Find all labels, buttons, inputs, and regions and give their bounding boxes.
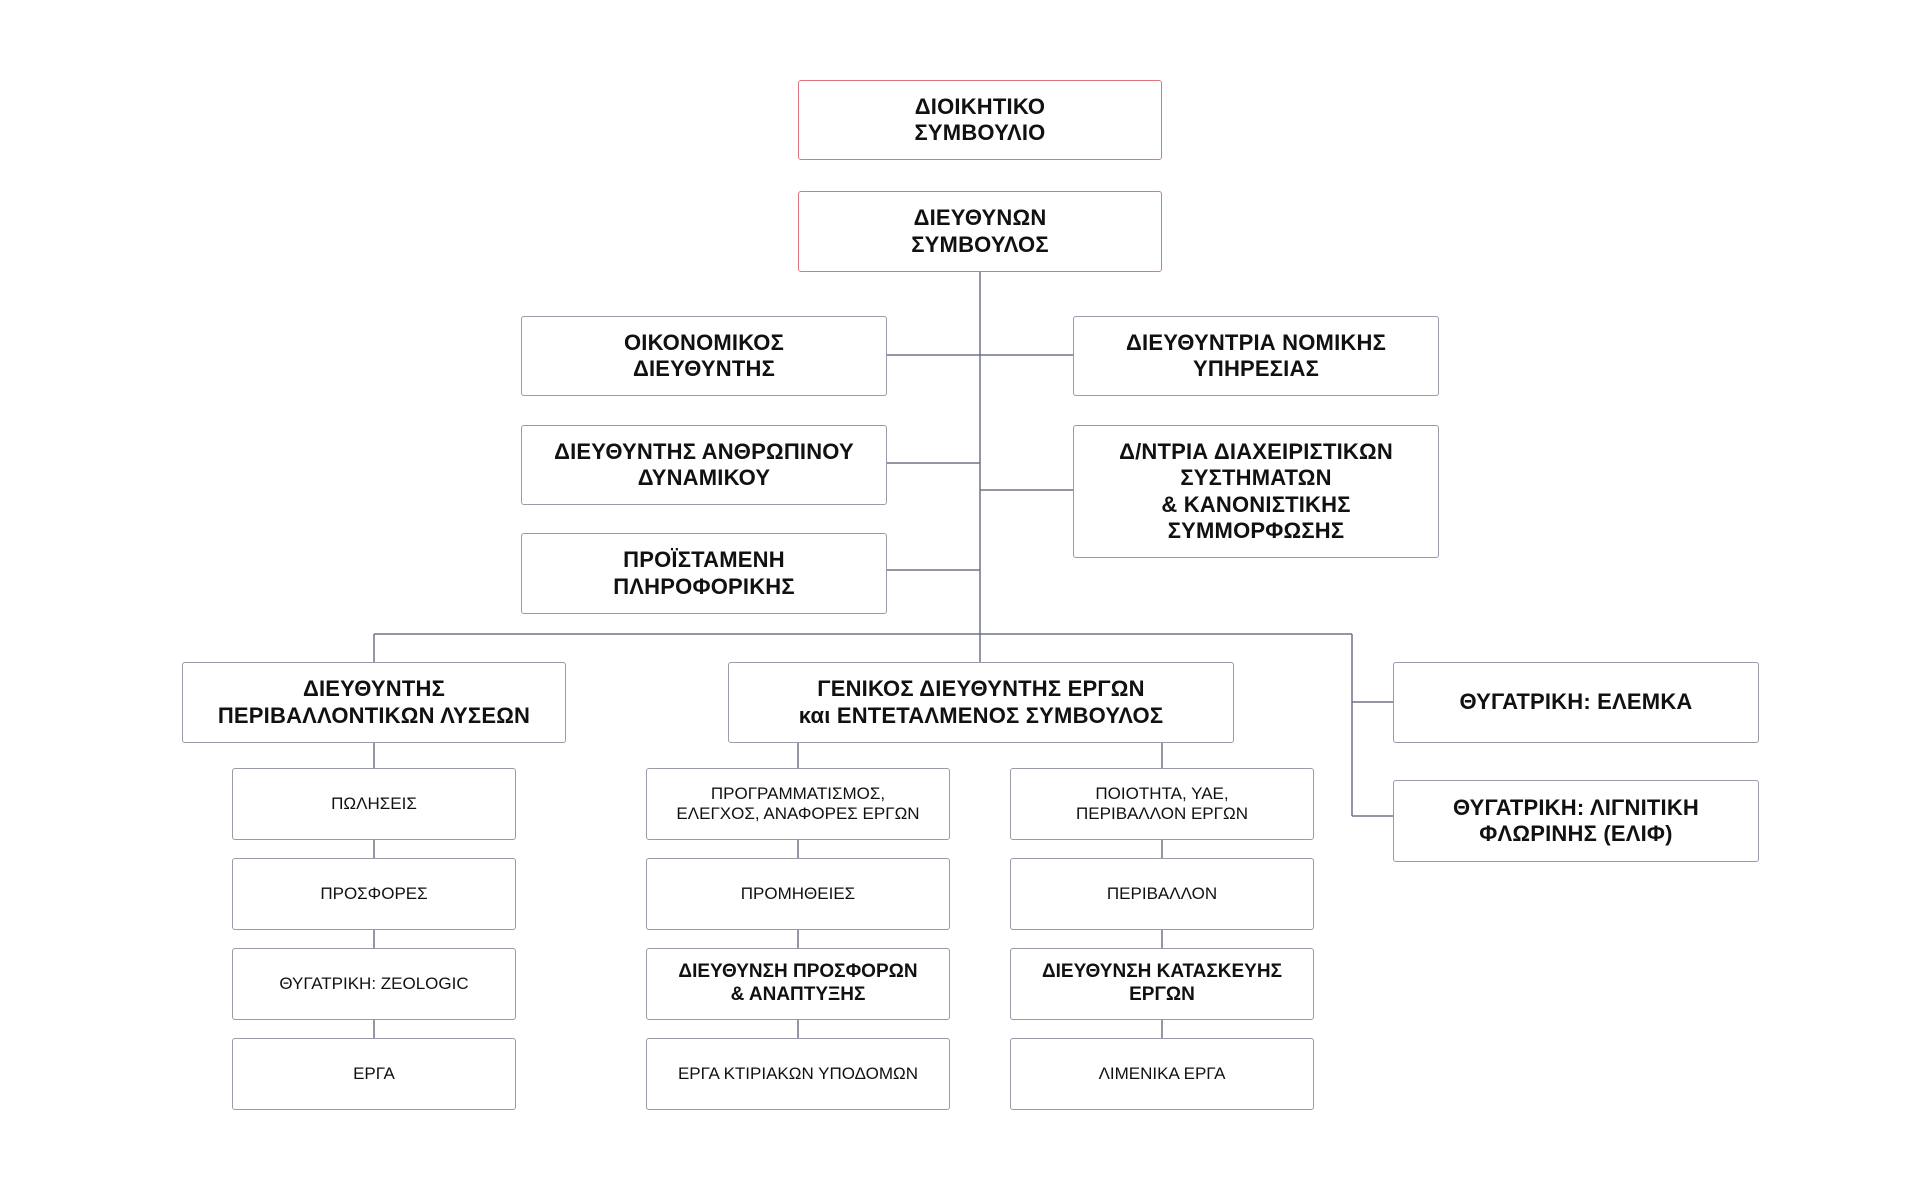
gm-left-unit-box: ΕΡΓΑ ΚΤΙΡΙΑΚΩΝ ΥΠΟΔΟΜΩΝ [646, 1038, 950, 1110]
env-unit-label: ΘΥΓΑΤΡΙΚΗ: ZEOLOGIC [279, 973, 469, 993]
gm-right-unit-box: ΠΟΙΟΤΗΤΑ, ΥΑΕ, ΠΕΡΙΒΑΛΛΟΝ ΕΡΓΩΝ [1010, 768, 1314, 840]
it-head-box: ΠΡΟΪΣΤΑΜΕΝΗ ΠΛΗΡΟΦΟΡΙΚΗΣ [521, 533, 887, 614]
gm-right-unit-box: ΠΕΡΙΒΑΛΛΟΝ [1010, 858, 1314, 930]
env-unit-box: ΕΡΓΑ [232, 1038, 516, 1110]
gm-right-unit-box: ΛΙΜΕΝΙΚΑ ΕΡΓΑ [1010, 1038, 1314, 1110]
board-box: ΔΙΟΙΚΗΤΙΚΟ ΣΥΜΒΟΥΛΙΟ [798, 80, 1162, 160]
gm-right-unit-box: ΔΙΕΥΘΥΝΣΗ ΚΑΤΑΣΚΕΥΗΣ ΕΡΓΩΝ [1010, 948, 1314, 1020]
gm-left-unit-box: ΠΡΟΓΡΑΜΜΑΤΙΣΜΟΣ, ΕΛΕΓΧΟΣ, ΑΝΑΦΟΡΕΣ ΕΡΓΩΝ [646, 768, 950, 840]
env-director-label: ΔΙΕΥΘΥΝΤΗΣ ΠΕΡΙΒΑΛΛΟΝΤΙΚΩΝ ΛΥΣΕΩΝ [217, 676, 531, 728]
ceo-label: ΔΙΕΥΘΥΝΩΝ ΣΥΜΒΟΥΛΟΣ [911, 205, 1049, 257]
legal-director-box: ΔΙΕΥΘΥΝΤΡΙΑ ΝΟΜΙΚΗΣ ΥΠΗΡΕΣΙΑΣ [1073, 316, 1439, 396]
gm-left-unit-label: ΕΡΓΑ ΚΤΙΡΙΑΚΩΝ ΥΠΟΔΟΜΩΝ [677, 1063, 919, 1083]
cfo-box: ΟΙΚΟΝΟΜΙΚΟΣ ΔΙΕΥΘΥΝΤΗΣ [521, 316, 887, 396]
cfo-label: ΟΙΚΟΝΟΜΙΚΟΣ ΔΙΕΥΘΥΝΤΗΣ [623, 329, 785, 381]
gm-left-unit-box: ΔΙΕΥΘΥΝΣΗ ΠΡΟΣΦΟΡΩΝ & ΑΝΑΠΤΥΞΗΣ [646, 948, 950, 1020]
hr-director-label: ΔΙΕΥΘΥΝΤΗΣ ΑΝΘΡΩΠΙΝΟΥ ΔΥΝΑΜΙΚΟΥ [554, 438, 854, 490]
env-unit-box: ΠΡΟΣΦΟΡΕΣ [232, 858, 516, 930]
env-unit-box: ΠΩΛΗΣΕΙΣ [232, 768, 516, 840]
board-label: ΔΙΟΙΚΗΤΙΚΟ ΣΥΜΒΟΥΛΙΟ [914, 93, 1046, 145]
env-unit-label: ΠΩΛΗΣΕΙΣ [331, 793, 417, 813]
subsidiary-elemka-box: ΘΥΓΑΤΡΙΚΗ: ΕΛΕΜΚΑ [1393, 662, 1759, 743]
it-head-label: ΠΡΟΪΣΤΑΜΕΝΗ ΠΛΗΡΟΦΟΡΙΚΗΣ [613, 547, 795, 599]
ceo-box: ΔΙΕΥΘΥΝΩΝ ΣΥΜΒΟΥΛΟΣ [798, 191, 1162, 272]
compliance-director-box: Δ/ΝΤΡΙΑ ΔΙΑΧΕΙΡΙΣΤΙΚΩΝ ΣΥΣΤΗΜΑΤΩΝ & ΚΑΝΟ… [1073, 425, 1439, 558]
gm-box: ΓΕΝΙΚΟΣ ΔΙΕΥΘΥΝΤΗΣ ΕΡΓΩΝ και ΕΝΤΕΤΑΛΜΕΝΟ… [728, 662, 1234, 743]
subsidiary-elif-box: ΘΥΓΑΤΡΙΚΗ: ΛΙΓΝΙΤΙΚΗ ΦΛΩΡΙΝΗΣ (ΕΛΙΦ) [1393, 780, 1759, 862]
env-unit-label: ΕΡΓΑ [353, 1063, 395, 1083]
gm-left-unit-box: ΠΡΟΜΗΘΕΙΕΣ [646, 858, 950, 930]
gm-right-unit-label: ΠΕΡΙΒΑΛΛΟΝ [1106, 883, 1218, 903]
gm-right-unit-label: ΛΙΜΕΝΙΚΑ ΕΡΓΑ [1098, 1063, 1226, 1083]
gm-right-unit-label: ΔΙΕΥΘΥΝΣΗ ΚΑΤΑΣΚΕΥΗΣ ΕΡΓΩΝ [1042, 961, 1282, 1005]
subsidiary-elif-label: ΘΥΓΑΤΡΙΚΗ: ΛΙΓΝΙΤΙΚΗ ΦΛΩΡΙΝΗΣ (ΕΛΙΦ) [1452, 794, 1700, 846]
gm-left-unit-label: ΠΡΟΜΗΘΕΙΕΣ [740, 883, 856, 903]
compliance-director-label: Δ/ΝΤΡΙΑ ΔΙΑΧΕΙΡΙΣΤΙΚΩΝ ΣΥΣΤΗΜΑΤΩΝ & ΚΑΝΟ… [1119, 438, 1393, 543]
env-unit-label: ΠΡΟΣΦΟΡΕΣ [320, 883, 428, 903]
env-unit-box: ΘΥΓΑΤΡΙΚΗ: ZEOLOGIC [232, 948, 516, 1020]
legal-director-label: ΔΙΕΥΘΥΝΤΡΙΑ ΝΟΜΙΚΗΣ ΥΠΗΡΕΣΙΑΣ [1126, 329, 1386, 381]
hr-director-box: ΔΙΕΥΘΥΝΤΗΣ ΑΝΘΡΩΠΙΝΟΥ ΔΥΝΑΜΙΚΟΥ [521, 425, 887, 505]
gm-right-unit-label: ΠΟΙΟΤΗΤΑ, ΥΑΕ, ΠΕΡΙΒΑΛΛΟΝ ΕΡΓΩΝ [1076, 783, 1248, 823]
gm-left-unit-label: ΠΡΟΓΡΑΜΜΑΤΙΣΜΟΣ, ΕΛΕΓΧΟΣ, ΑΝΑΦΟΡΕΣ ΕΡΓΩΝ [676, 783, 920, 823]
subsidiary-elemka-label: ΘΥΓΑΤΡΙΚΗ: ΕΛΕΜΚΑ [1459, 689, 1693, 715]
gm-left-unit-label: ΔΙΕΥΘΥΝΣΗ ΠΡΟΣΦΟΡΩΝ & ΑΝΑΠΤΥΞΗΣ [678, 961, 918, 1005]
env-director-box: ΔΙΕΥΘΥΝΤΗΣ ΠΕΡΙΒΑΛΛΟΝΤΙΚΩΝ ΛΥΣΕΩΝ [182, 662, 566, 743]
gm-label: ΓΕΝΙΚΟΣ ΔΙΕΥΘΥΝΤΗΣ ΕΡΓΩΝ και ΕΝΤΕΤΑΛΜΕΝΟ… [798, 676, 1164, 728]
